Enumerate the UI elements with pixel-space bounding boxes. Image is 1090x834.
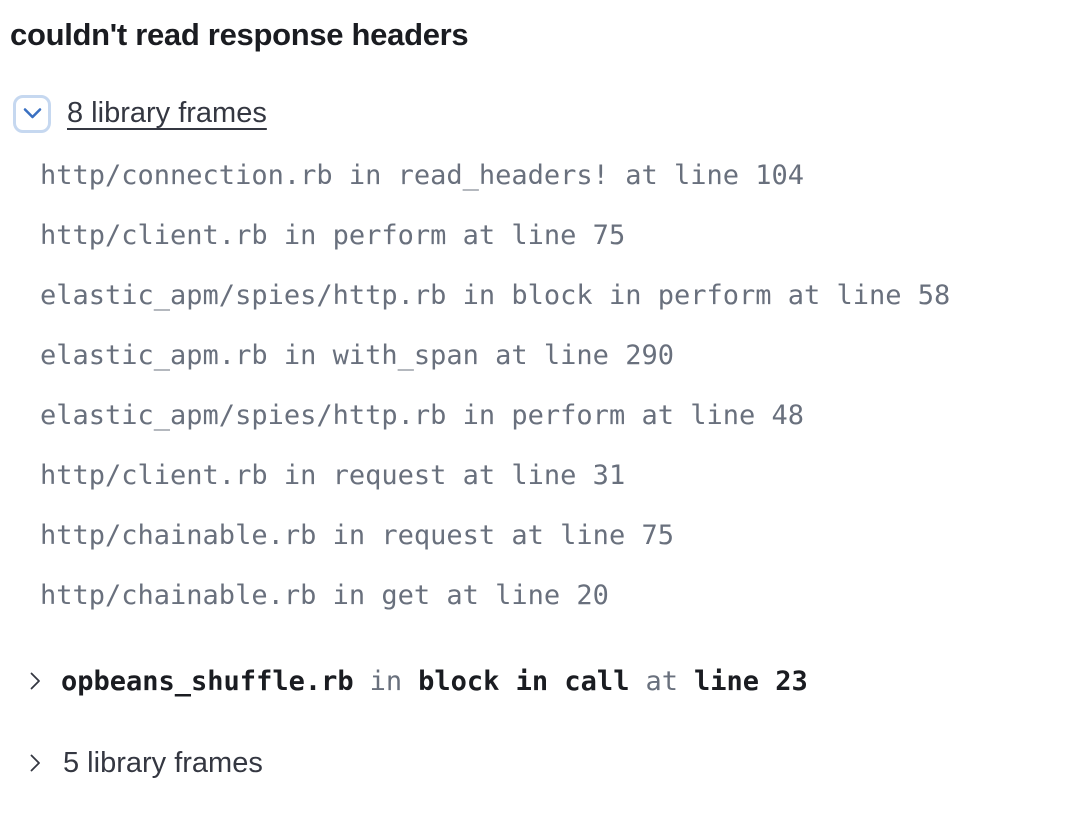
- stacktrace-panel: couldn't read response headers 8 library…: [10, 17, 1090, 780]
- library-frame-row: elastic_apm.rb in with_span at line 290: [40, 339, 674, 371]
- library-frame-row: http/client.rb in perform at line 75: [40, 219, 626, 251]
- library-frame-row: http/chainable.rb in get at line 20: [40, 579, 609, 611]
- library-frames-list: http/connection.rb in read_headers! at l…: [40, 146, 1090, 626]
- app-frame-summary: opbeans_shuffle.rb in block in call at l…: [61, 666, 808, 697]
- app-frame-function: block in call: [418, 665, 630, 697]
- library-frame-row: http/chainable.rb in request at line 75: [40, 519, 674, 551]
- library-frame-row: http/connection.rb in read_headers! at l…: [40, 159, 805, 191]
- chevron-down-icon: [21, 102, 44, 125]
- app-frame-line: line 23: [693, 665, 808, 697]
- bottom-library-frames-label: 5 library frames: [63, 746, 263, 779]
- library-frame-row: elastic_apm/spies/http.rb in perform at …: [40, 399, 805, 431]
- library-frames-accordion-label[interactable]: 8 library frames: [67, 97, 267, 130]
- app-frame-at-keyword: at: [645, 665, 678, 697]
- app-frame-toggle-row[interactable]: opbeans_shuffle.rb in block in call at l…: [24, 666, 1090, 697]
- app-frame-file: opbeans_shuffle.rb: [61, 665, 354, 697]
- library-frame-row: http/client.rb in request at line 31: [40, 459, 626, 491]
- library-frames-accordion-header: 8 library frames: [13, 94, 1090, 133]
- chevron-right-icon: [24, 670, 46, 692]
- error-title: couldn't read response headers: [10, 17, 469, 52]
- library-frame-row: elastic_apm/spies/http.rb in block in pe…: [40, 279, 951, 311]
- library-frames-collapse-button[interactable]: [13, 94, 51, 133]
- app-frame-in-keyword: in: [369, 665, 403, 697]
- chevron-right-icon: [24, 752, 46, 774]
- bottom-library-frames-toggle[interactable]: 5 library frames: [24, 747, 1090, 780]
